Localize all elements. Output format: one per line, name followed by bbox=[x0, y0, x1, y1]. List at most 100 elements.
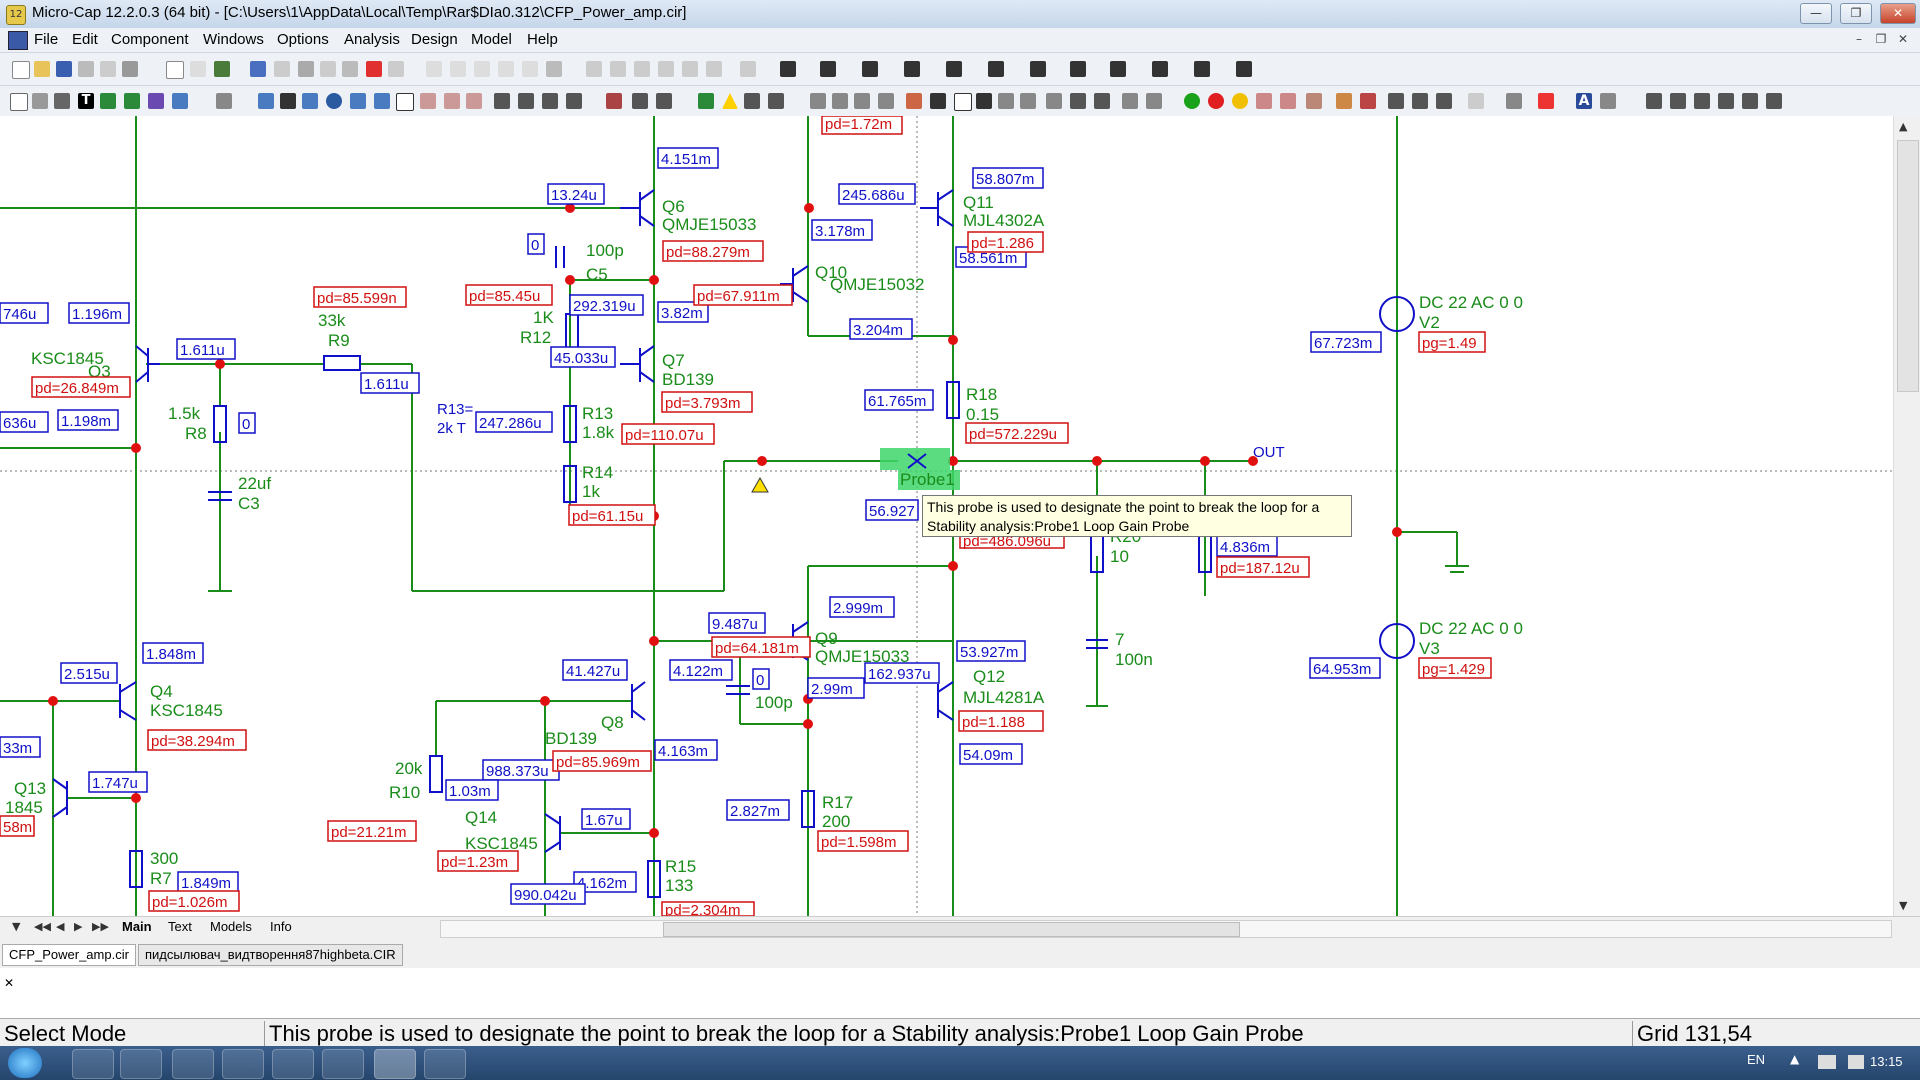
select-mode-icon[interactable] bbox=[10, 93, 28, 111]
cut-icon[interactable] bbox=[298, 61, 314, 77]
tab-text[interactable]: Text bbox=[168, 919, 192, 934]
globe-icon[interactable] bbox=[214, 61, 230, 77]
page4-icon[interactable] bbox=[878, 93, 894, 109]
conditions-icon[interactable] bbox=[542, 93, 558, 109]
delete-icon[interactable] bbox=[366, 61, 382, 77]
vertical-scrollbar[interactable]: ▲ ▼ bbox=[1893, 116, 1920, 916]
bus-icon[interactable] bbox=[906, 93, 922, 109]
save-icon[interactable] bbox=[56, 61, 72, 77]
tray-arrow-icon[interactable]: ▲ bbox=[1790, 1052, 1800, 1066]
find-icon[interactable] bbox=[976, 93, 992, 109]
text-style-icon[interactable] bbox=[1600, 93, 1616, 109]
new-icon[interactable] bbox=[12, 61, 30, 79]
doc-tab-cfp-power-amp[interactable]: CFP_Power_amp.cir bbox=[2, 944, 136, 966]
mirror-icon[interactable] bbox=[658, 61, 674, 77]
stop-icon[interactable] bbox=[1208, 93, 1224, 109]
text-mode-icon[interactable]: T bbox=[78, 93, 94, 109]
tab-next-icon[interactable]: ▶ bbox=[74, 920, 83, 933]
step-icon[interactable] bbox=[682, 61, 698, 77]
microcap-task-icon[interactable] bbox=[374, 1049, 416, 1079]
winrar-task-icon[interactable] bbox=[322, 1049, 364, 1079]
shape-panel-icon[interactable] bbox=[1280, 93, 1296, 109]
pin-connections-icon[interactable] bbox=[494, 93, 510, 109]
open-icon[interactable] bbox=[34, 61, 50, 77]
menu-help[interactable]: Help bbox=[527, 31, 558, 48]
warning-icon[interactable] bbox=[722, 93, 738, 109]
zoom-in-icon[interactable] bbox=[1388, 93, 1404, 109]
redo-icon[interactable] bbox=[274, 61, 290, 77]
page-icon[interactable] bbox=[810, 93, 826, 109]
library-icon[interactable] bbox=[1306, 93, 1322, 109]
help-info-icon[interactable] bbox=[302, 93, 318, 109]
node-voltages-icon[interactable] bbox=[444, 93, 460, 109]
bezier-icon[interactable] bbox=[124, 93, 140, 109]
zoom-fit-icon[interactable] bbox=[1436, 93, 1452, 109]
crosshair-icon[interactable] bbox=[744, 93, 760, 109]
ground-icon[interactable] bbox=[780, 61, 796, 77]
help-icon[interactable] bbox=[374, 93, 390, 109]
translate-icon[interactable] bbox=[1122, 93, 1138, 109]
align-left-icon[interactable] bbox=[1646, 93, 1662, 109]
page2-icon[interactable] bbox=[832, 93, 848, 109]
attribute-icon[interactable] bbox=[606, 93, 622, 109]
cascade-icon[interactable] bbox=[498, 61, 514, 77]
status-icon[interactable] bbox=[1506, 93, 1522, 109]
box-icon[interactable] bbox=[954, 93, 972, 111]
window-icon[interactable] bbox=[166, 61, 184, 79]
redraw-icon[interactable] bbox=[1468, 93, 1484, 109]
network-icon[interactable] bbox=[1818, 1055, 1836, 1069]
mdi-close-icon[interactable]: ✕ bbox=[1897, 32, 1909, 46]
probe-tool-icon[interactable] bbox=[1236, 61, 1252, 77]
pin-icon[interactable] bbox=[656, 93, 672, 109]
align-center-icon[interactable] bbox=[1670, 93, 1686, 109]
wire-mode-icon[interactable] bbox=[54, 93, 70, 109]
rotate-left-icon[interactable] bbox=[1046, 93, 1062, 109]
restore-button[interactable]: ❐ bbox=[1840, 3, 1872, 24]
ie-task-icon[interactable] bbox=[172, 1049, 214, 1079]
power-dissipation-icon[interactable] bbox=[518, 93, 534, 109]
vertical-scroll-thumb[interactable] bbox=[1897, 140, 1919, 392]
grid-icon[interactable] bbox=[768, 93, 784, 109]
scroll-up-icon[interactable]: ▲ bbox=[1899, 120, 1908, 133]
component-mode-icon[interactable] bbox=[32, 93, 48, 109]
menu-model[interactable]: Model bbox=[471, 31, 512, 48]
opamp-icon[interactable] bbox=[1070, 61, 1086, 77]
copy-icon[interactable] bbox=[320, 61, 336, 77]
mdi-minimize-icon[interactable]: – bbox=[1856, 32, 1862, 46]
chrome-task-icon[interactable] bbox=[120, 1049, 162, 1079]
color-palette-icon[interactable] bbox=[1538, 93, 1554, 109]
binoculars-icon[interactable] bbox=[1070, 93, 1086, 109]
tab-models[interactable]: Models bbox=[210, 919, 252, 934]
tile-horizontal-icon[interactable] bbox=[474, 61, 490, 77]
doc-tab-second-circuit[interactable]: пидсылювач_видтворення87highbeta.CIR bbox=[138, 944, 403, 966]
minimize-button[interactable]: — bbox=[1800, 3, 1832, 24]
info-icon[interactable] bbox=[326, 93, 342, 109]
show-wires-icon[interactable] bbox=[698, 93, 714, 109]
capacitor-icon[interactable] bbox=[862, 61, 878, 77]
edit-icon[interactable] bbox=[1146, 93, 1162, 109]
close-button[interactable]: ✕ bbox=[1880, 3, 1916, 24]
clock[interactable]: 13:15 bbox=[1870, 1054, 1903, 1069]
menu-options[interactable]: Options bbox=[277, 31, 329, 48]
tool-task-icon[interactable] bbox=[424, 1049, 466, 1079]
component-panel-icon[interactable] bbox=[1256, 93, 1272, 109]
tab-info[interactable]: Info bbox=[270, 919, 292, 934]
print-icon[interactable] bbox=[122, 61, 138, 77]
mosfet-icon[interactable] bbox=[1030, 61, 1046, 77]
graphics-icon[interactable] bbox=[148, 93, 164, 109]
transistor-icon[interactable] bbox=[988, 61, 1004, 77]
start-button-icon[interactable] bbox=[8, 1048, 42, 1078]
tab-prev-icon[interactable]: ◀ bbox=[56, 920, 65, 933]
node-snap-icon[interactable] bbox=[632, 93, 648, 109]
app-task-icon[interactable] bbox=[222, 1049, 264, 1079]
menu-file[interactable]: File bbox=[34, 31, 59, 48]
horizontal-scrollbar[interactable] bbox=[440, 920, 1892, 938]
print-preview-icon[interactable] bbox=[100, 61, 116, 77]
picture-icon[interactable] bbox=[258, 93, 274, 109]
source-icon[interactable] bbox=[1194, 61, 1210, 77]
font-icon[interactable]: A bbox=[1576, 93, 1592, 109]
zoom-out-icon[interactable] bbox=[1412, 93, 1428, 109]
flip-icon[interactable] bbox=[610, 61, 626, 77]
align-middle-icon[interactable] bbox=[1742, 93, 1758, 109]
menu-design[interactable]: Design bbox=[411, 31, 458, 48]
